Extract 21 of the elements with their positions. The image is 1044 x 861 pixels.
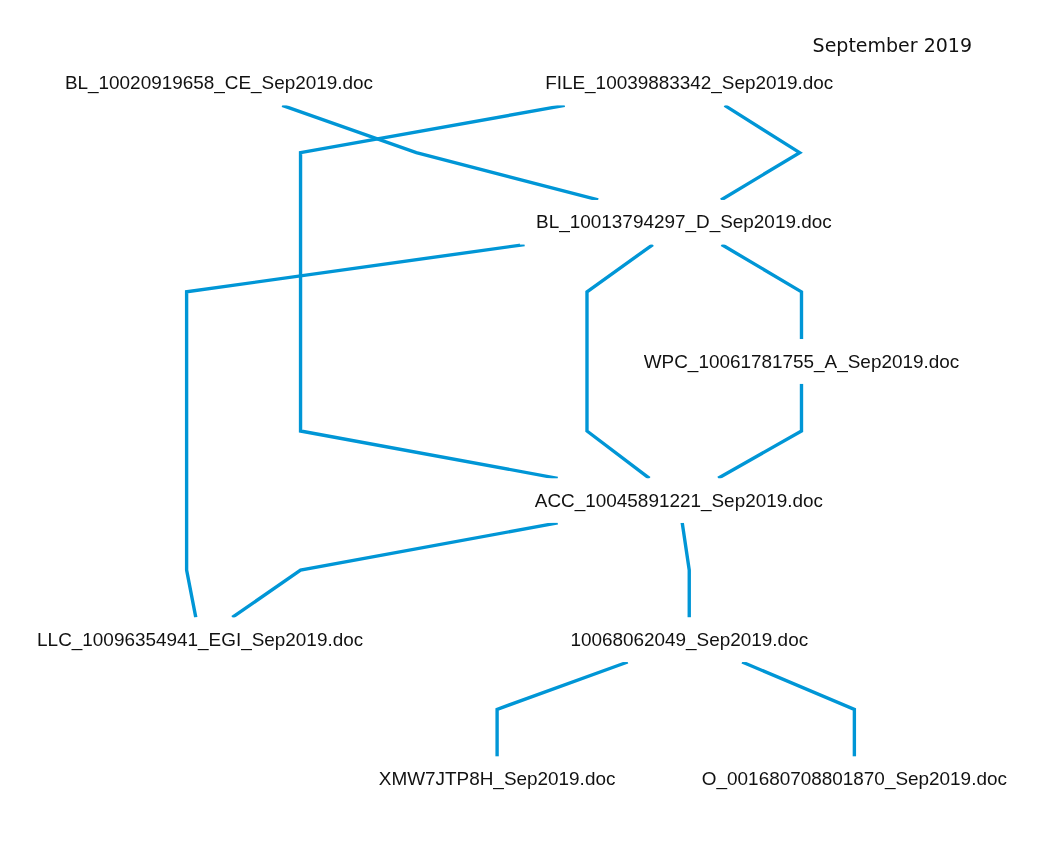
connector bbox=[184, 242, 525, 618]
connector bbox=[281, 103, 599, 202]
diagram-title: September 2019 bbox=[812, 34, 972, 56]
node-text: XMW7JTP8H_Sep2019.doc bbox=[378, 766, 616, 789]
node-text: BL_10013794297_D_Sep2019.doc bbox=[536, 210, 832, 232]
node-text: FILE_10039883342_Sep2019.doc bbox=[545, 71, 834, 93]
connector bbox=[680, 522, 691, 617]
connector bbox=[720, 103, 803, 201]
node-text: ACC_10045891221_Sep2019.doc bbox=[534, 488, 823, 511]
connector bbox=[585, 242, 654, 480]
node-text: BL_10020919658_CE_Sep2019.doc bbox=[64, 71, 374, 93]
node-text: O_001680708801870_Sep2019.doc bbox=[701, 766, 1007, 789]
connector bbox=[231, 520, 558, 619]
connector bbox=[298, 103, 565, 480]
connector bbox=[717, 383, 804, 480]
node-text: 10068062049_Sep2019.doc bbox=[570, 627, 809, 650]
connector bbox=[741, 659, 857, 757]
connector bbox=[720, 242, 804, 339]
node-text: WPC_10061781755_A_Sep2019.doc bbox=[643, 349, 960, 372]
node-text: LLC_10096354941_EGI_Sep2019.doc bbox=[37, 627, 364, 650]
connector bbox=[495, 659, 629, 757]
